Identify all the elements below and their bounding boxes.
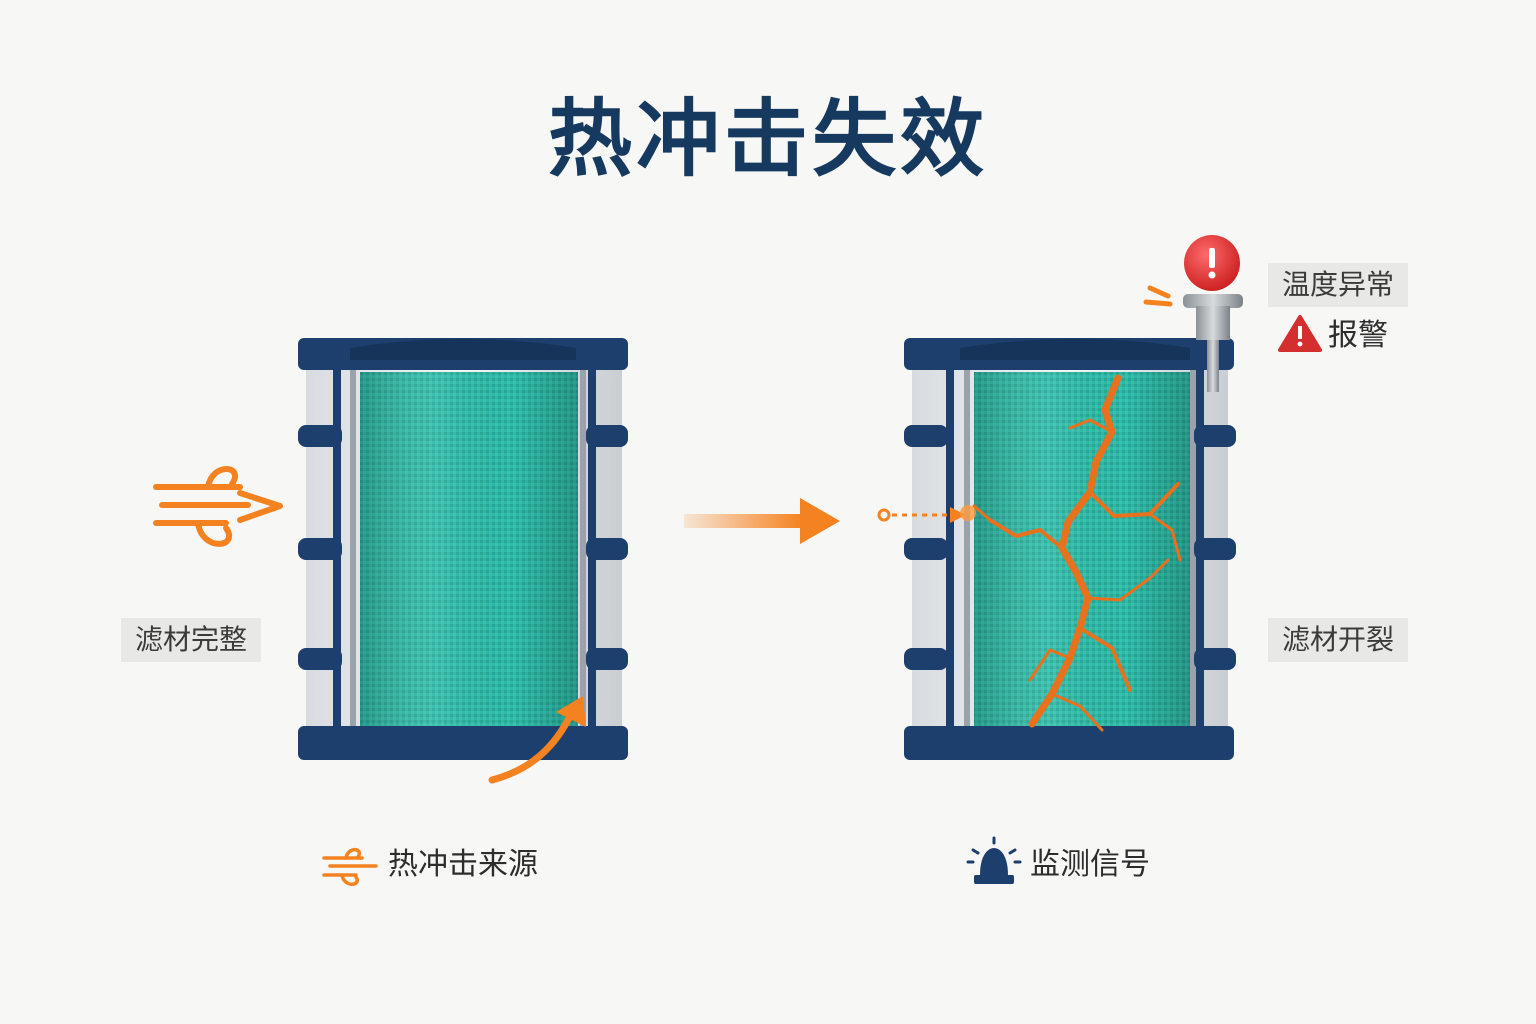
right-filter-cracked	[904, 338, 1236, 760]
right-status-label: 滤材开裂	[1268, 618, 1409, 662]
heat-flow-arrow	[488, 696, 586, 784]
left-filter-intact	[298, 338, 628, 760]
page-title: 热冲击失效	[547, 90, 988, 188]
alarm-label: 报警	[1328, 318, 1388, 353]
left-status-label: 滤材完整	[121, 618, 262, 662]
heat-source-caption: 热冲击来源	[388, 847, 538, 882]
temperature-alert-label: 温度异常	[1268, 263, 1409, 307]
warning-triangle-icon	[1278, 315, 1322, 352]
transition-arrow	[684, 498, 840, 544]
wind-icon	[153, 466, 283, 547]
wind-icon-small	[322, 847, 378, 886]
siren-beacon-icon	[966, 836, 1022, 884]
alarm-light-icon	[1143, 235, 1243, 392]
impact-arrow	[877, 505, 976, 523]
monitor-signal-caption: 监测信号	[1030, 847, 1150, 882]
crack-lines	[972, 374, 1182, 732]
